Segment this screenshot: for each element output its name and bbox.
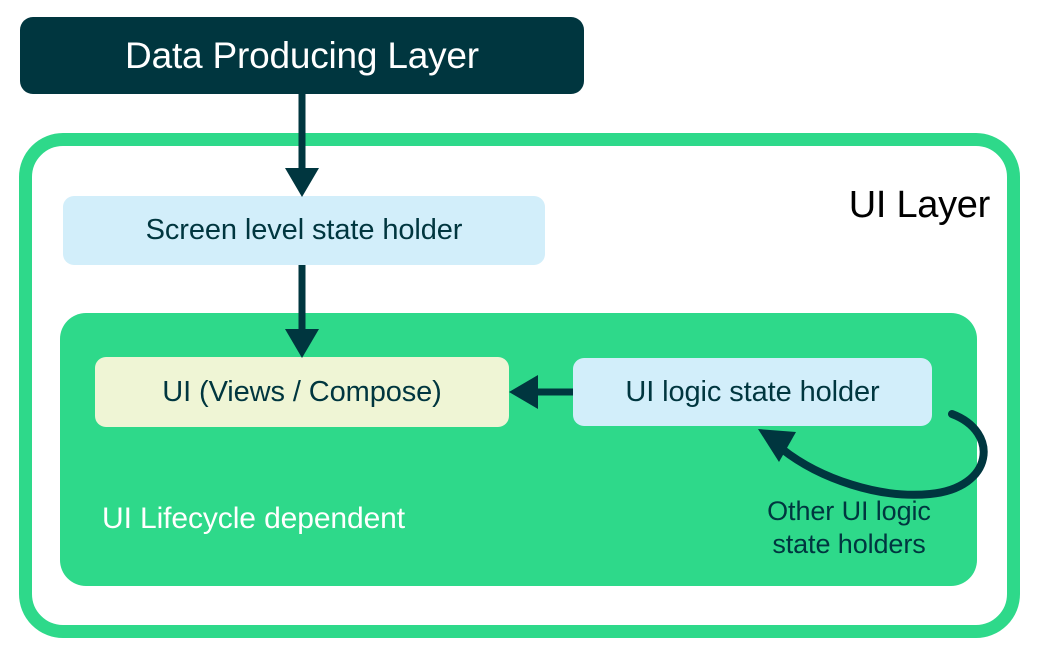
other-state-holders-line-1: Other UI logic [767, 496, 931, 526]
ui-lifecycle-dependent-label: UI Lifecycle dependent [102, 502, 406, 535]
ui-views-compose-label: UI (Views / Compose) [162, 375, 442, 408]
other-state-holders-line-2: state holders [772, 529, 926, 559]
ui-layer-container [19, 133, 1020, 638]
other-state-holders-label: Other UI logic state holders [740, 495, 958, 561]
screen-level-state-holder-box: Screen level state holder [63, 196, 545, 265]
screen-level-state-holder-label: Screen level state holder [145, 214, 463, 246]
ui-views-compose-box: UI (Views / Compose) [95, 357, 509, 427]
data-producing-layer-label: Data Producing Layer [125, 34, 479, 76]
ui-logic-state-holder-label: UI logic state holder [625, 375, 880, 408]
ui-logic-state-holder-box: UI logic state holder [573, 358, 932, 426]
data-producing-layer-box: Data Producing Layer [20, 17, 584, 94]
ui-layer-title: UI Layer [848, 184, 991, 226]
